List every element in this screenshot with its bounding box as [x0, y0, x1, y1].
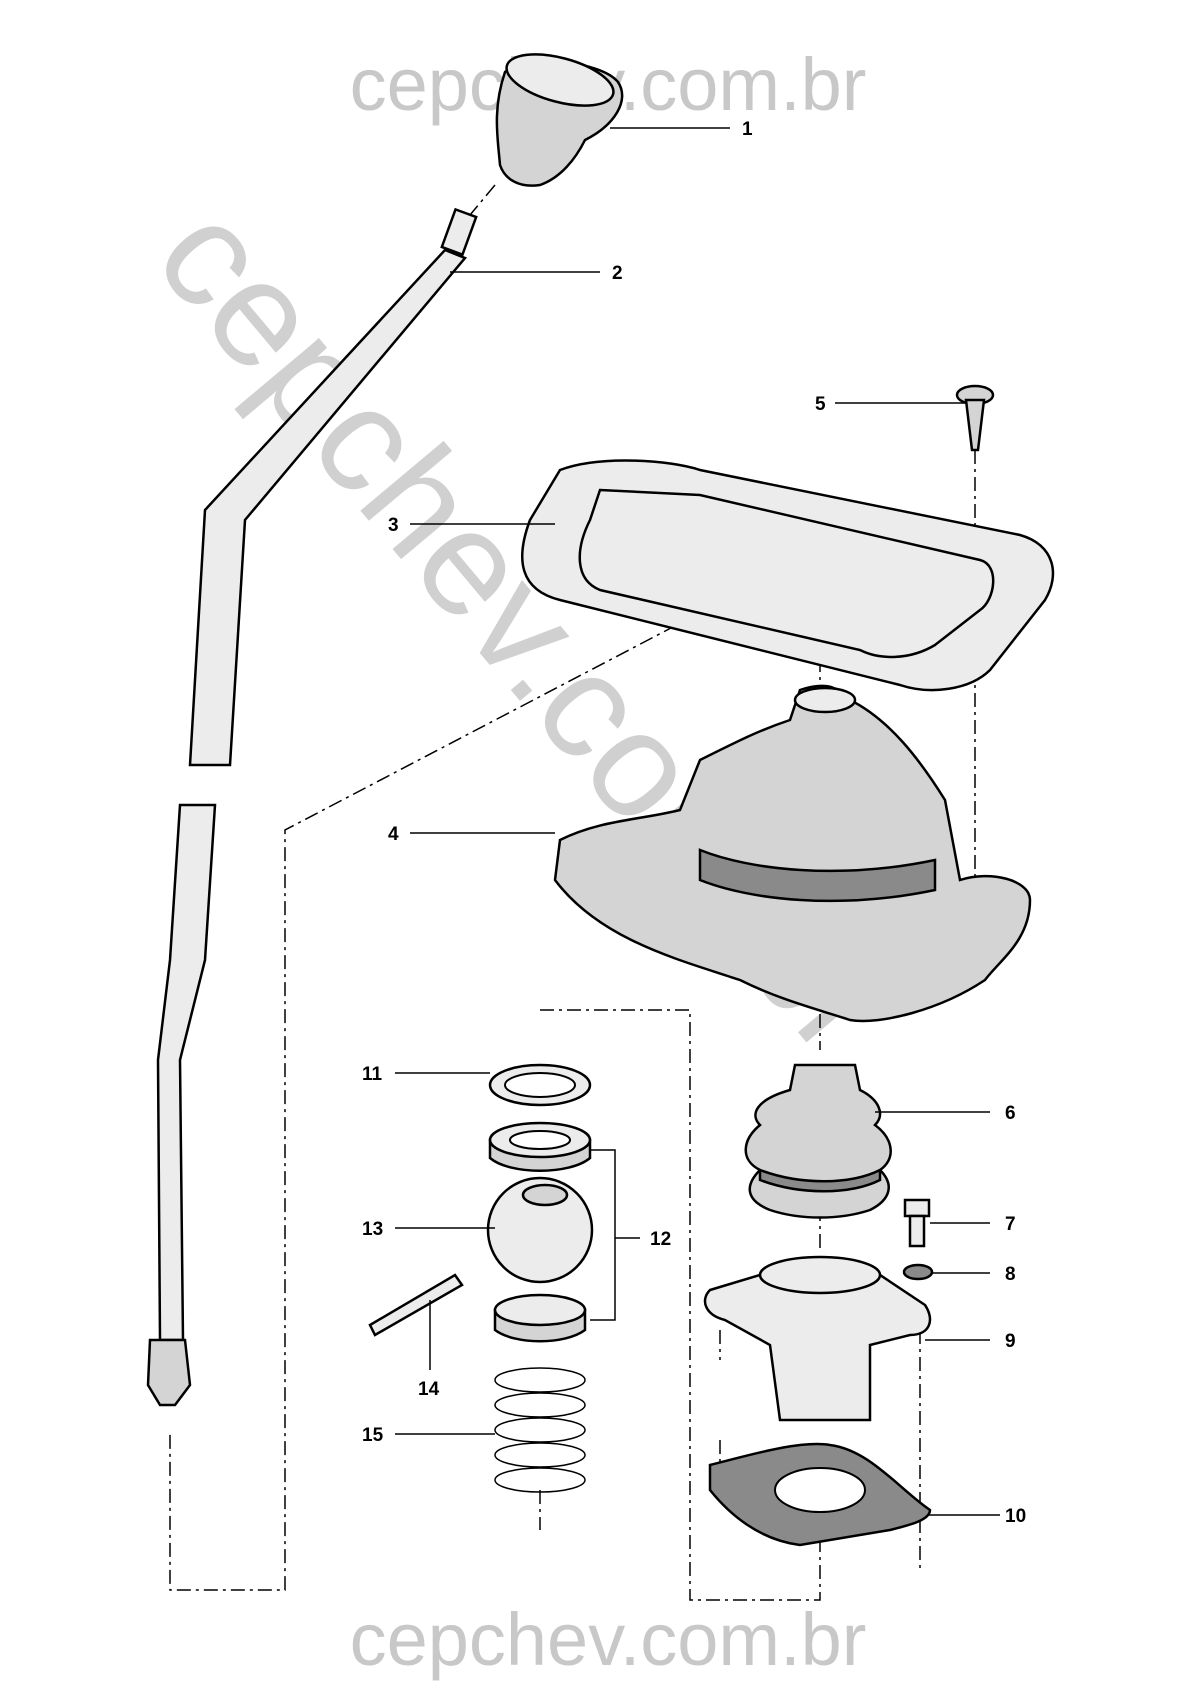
- leader-lines: [395, 127, 1000, 1516]
- callout-1: 1: [742, 119, 753, 140]
- callout-8: 8: [1005, 1264, 1016, 1285]
- gasket: [708, 1442, 932, 1547]
- callout-9: 9: [1005, 1331, 1016, 1352]
- callout-10: 10: [1005, 1506, 1026, 1527]
- callout-15: 15: [362, 1425, 384, 1446]
- assembly-line: [469, 184, 496, 216]
- callout-13: 13: [362, 1219, 383, 1240]
- gear-shift-lever: [146, 207, 478, 1407]
- watermark-bottom: cepchev.com.br: [350, 1598, 867, 1681]
- pin: [368, 1273, 464, 1337]
- callout-2: 2: [612, 263, 623, 284]
- callout-3: 3: [388, 515, 399, 536]
- ring: [488, 1063, 592, 1107]
- ball: [486, 1176, 594, 1284]
- spring: [494, 1367, 586, 1493]
- assembly-line: [540, 1009, 821, 1601]
- inner-boot: [744, 1063, 892, 1219]
- assembly-line: [169, 549, 821, 1591]
- callout-5: 5: [815, 394, 826, 415]
- gear-shift-knob: [495, 53, 624, 187]
- ball-seats: [488, 1121, 592, 1343]
- callout-4: 4: [388, 824, 399, 845]
- callout-11: 11: [362, 1064, 383, 1085]
- callout-12: 12: [650, 1229, 671, 1250]
- boot-retaining-frame: [521, 459, 1055, 692]
- washer: [902, 1263, 934, 1281]
- bolt: [903, 1198, 931, 1248]
- screw: [955, 384, 995, 452]
- callout-14: 14: [418, 1379, 440, 1400]
- callout-6: 6: [1005, 1103, 1016, 1124]
- callout-7: 7: [1005, 1214, 1016, 1235]
- outer-boot: [553, 684, 1032, 1023]
- lever-housing: [703, 1255, 932, 1422]
